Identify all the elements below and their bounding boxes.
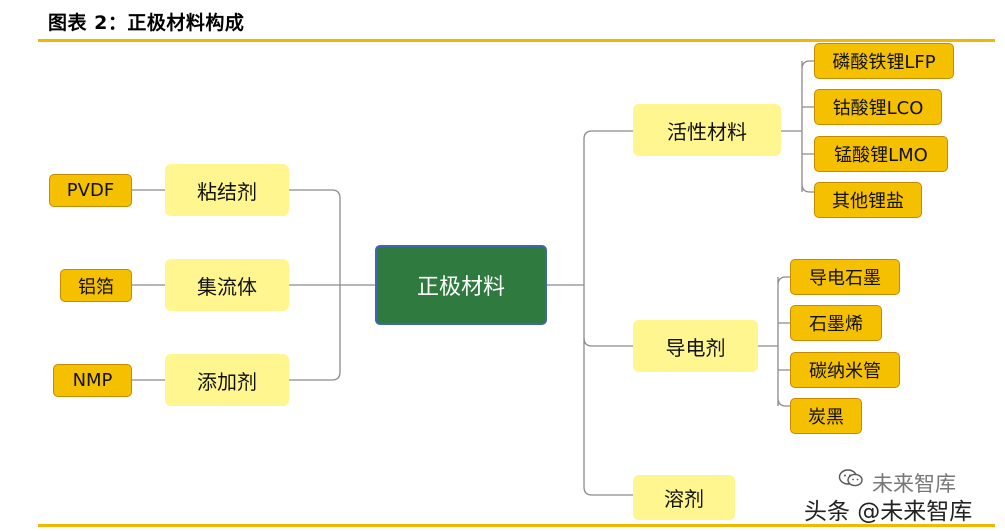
- leaf-carbon-nanotube: 碳纳米管: [790, 352, 900, 388]
- connector-conductive: [583, 285, 633, 347]
- branch-conductive-agent: 导电剂: [633, 320, 758, 372]
- branch-solvent: 溶剂: [633, 475, 735, 520]
- center-cathode-material: 正极材料: [375, 245, 547, 325]
- branch-additive: 添加剂: [165, 354, 289, 406]
- connector-active-children: [781, 60, 814, 193]
- leaf-lfp: 磷酸铁锂LFP: [814, 43, 954, 79]
- branch-current-collector: 集流体: [165, 259, 289, 311]
- connector-active: [547, 130, 633, 286]
- figure-title: 图表 2：正极材料构成: [48, 12, 245, 34]
- leaf-lco: 钴酸锂LCO: [814, 89, 942, 125]
- watermark-bottom-text: 头条 @未来智库: [804, 499, 973, 525]
- watermark-top-text: 未来智库: [872, 472, 956, 496]
- connector-solvent: [583, 338, 633, 496]
- leaf-lmo: 锰酸锂LMO: [814, 136, 948, 172]
- leaf-pvdf: PVDF: [49, 174, 132, 207]
- bottom-rule: [38, 524, 995, 527]
- branch-active-material: 活性材料: [633, 104, 781, 156]
- leaf-aluminum-foil: 铝箔: [60, 269, 132, 302]
- wechat-icon: [838, 469, 863, 487]
- connector-conductive-children: [758, 276, 790, 407]
- leaf-nmp: NMP: [53, 364, 132, 397]
- branch-binder: 粘结剂: [165, 164, 289, 216]
- leaf-other-lithium-salts: 其他锂盐: [814, 182, 922, 218]
- leaf-carbon-black: 炭黑: [790, 398, 862, 434]
- leaf-graphene: 石墨烯: [790, 305, 882, 341]
- connector-binder: [289, 189, 375, 286]
- leaf-conductive-graphite: 导电石墨: [790, 259, 900, 295]
- connector-additive: [289, 285, 341, 381]
- top-rule: [38, 39, 995, 42]
